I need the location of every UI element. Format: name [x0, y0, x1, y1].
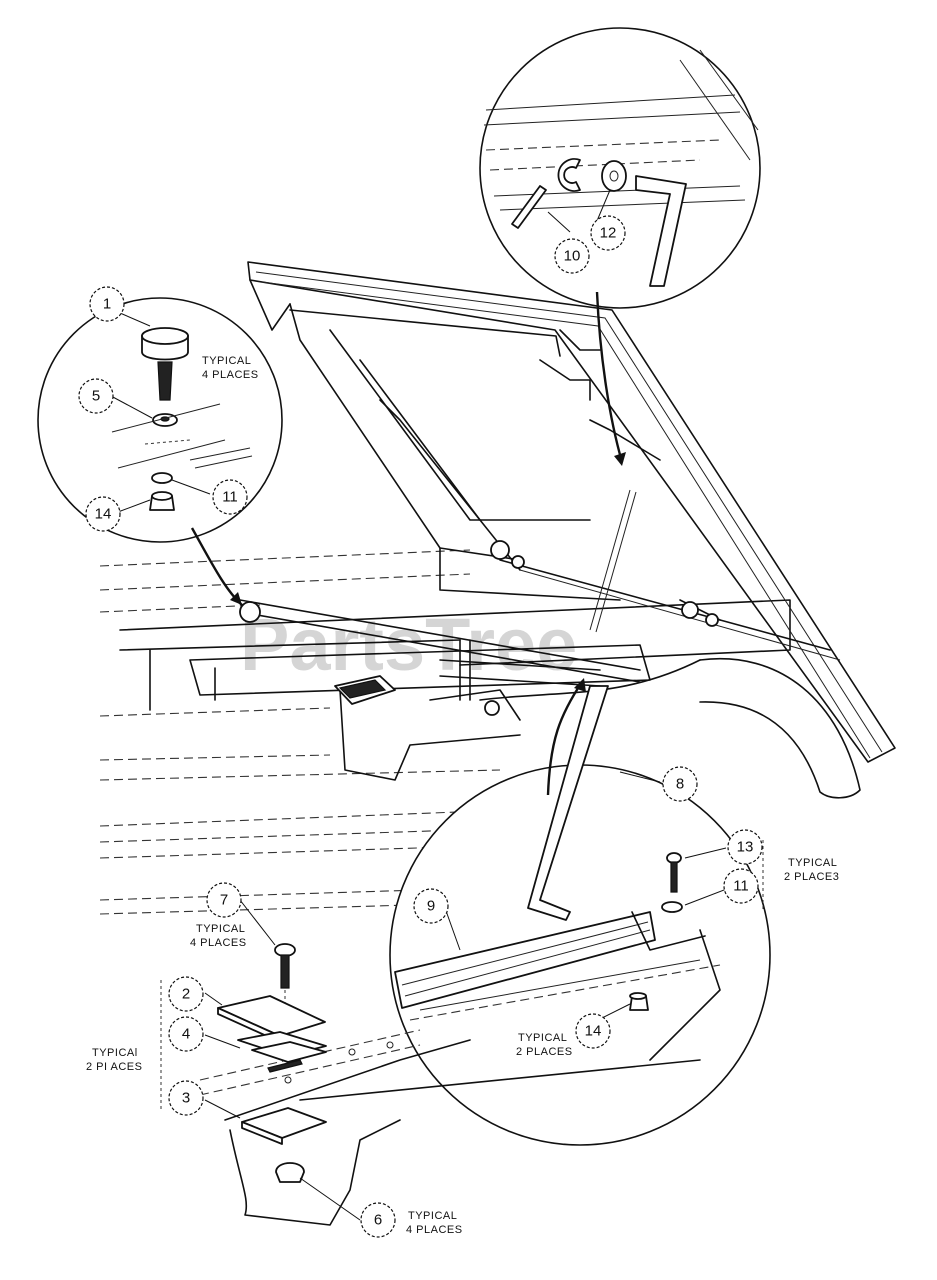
callout-2: 2	[168, 976, 204, 1012]
note-line: TYPICAL	[788, 857, 837, 869]
note-line: TYPICAL	[202, 355, 251, 367]
callout-7: 7	[206, 882, 242, 918]
note-line: 4 PLACES	[406, 1224, 463, 1236]
callout-9: 9	[413, 888, 449, 924]
note-typical-2-places-rail: TYPICAL 2 PLACES	[516, 1032, 573, 1058]
callout-3: 3	[168, 1080, 204, 1116]
callout-number: 4	[182, 1026, 190, 1043]
callout-number: 12	[600, 225, 617, 242]
arrow-bottom-detail	[546, 681, 583, 796]
callout-number: 5	[92, 388, 100, 405]
note-typical-4-places-bumper: TYPICAL 4 PLACES	[406, 1210, 463, 1236]
leader-lines	[110, 189, 764, 1221]
note-typical-4-places-bolt: TYPICAL 4 PLACES	[190, 923, 247, 949]
vehicle-body	[99, 549, 861, 915]
callout-11a: 11	[212, 479, 248, 515]
note-line: 2 PI ACES	[86, 1061, 142, 1073]
callout-6: 6	[360, 1202, 396, 1238]
callout-14a: 14	[85, 496, 121, 532]
callout-number: 2	[182, 986, 190, 1003]
callout-5: 5	[78, 378, 114, 414]
callout-12: 12	[590, 215, 626, 251]
detail-circle-top	[479, 27, 761, 309]
callout-number: 11	[733, 878, 749, 895]
callout-11b: 11	[723, 868, 759, 904]
note-typical-2-places-left: TYPICAl 2 PI ACES	[86, 1047, 142, 1073]
note-line: TYPICAL	[408, 1210, 457, 1222]
arrow-left-detail	[190, 527, 243, 606]
callout-number: 6	[374, 1212, 382, 1229]
callout-number: 7	[220, 892, 228, 909]
callout-number: 13	[737, 839, 754, 856]
bracket-assembly	[199, 943, 701, 1226]
note-typical-2-places-right: TYPICAL 2 PLACE3	[784, 857, 839, 883]
note-line: 4 PLACES	[202, 369, 259, 381]
detail-circle-left	[37, 297, 283, 543]
note-line: 2 PLACE3	[784, 871, 839, 883]
raised-cover	[239, 261, 896, 763]
note-line: TYPICAl	[92, 1047, 138, 1059]
callout-1: 1	[89, 286, 125, 322]
note-line: TYPICAL	[196, 923, 245, 935]
note-typical-4-places-top: TYPICAL 4 PLACES	[202, 355, 259, 381]
callout-number: 14	[585, 1023, 602, 1040]
detail-circle-bottom	[389, 685, 771, 1146]
callout-4: 4	[168, 1016, 204, 1052]
callout-number: 11	[222, 489, 238, 506]
callout-number: 9	[427, 898, 435, 915]
callout-8: 8	[662, 766, 698, 802]
callout-14b: 14	[575, 1013, 611, 1049]
callout-10: 10	[554, 238, 590, 274]
callout-number: 8	[676, 776, 684, 793]
callout-number: 1	[103, 296, 111, 313]
note-line: 4 PLACES	[190, 937, 247, 949]
arrows	[190, 291, 626, 796]
note-line: 2 PLACES	[516, 1046, 573, 1058]
note-line: TYPICAL	[518, 1032, 567, 1044]
callout-number: 10	[564, 248, 581, 265]
callout-number: 14	[95, 506, 112, 523]
callout-13: 13	[727, 829, 763, 865]
arrow-top-detail	[595, 291, 624, 463]
callout-number: 3	[182, 1090, 190, 1107]
